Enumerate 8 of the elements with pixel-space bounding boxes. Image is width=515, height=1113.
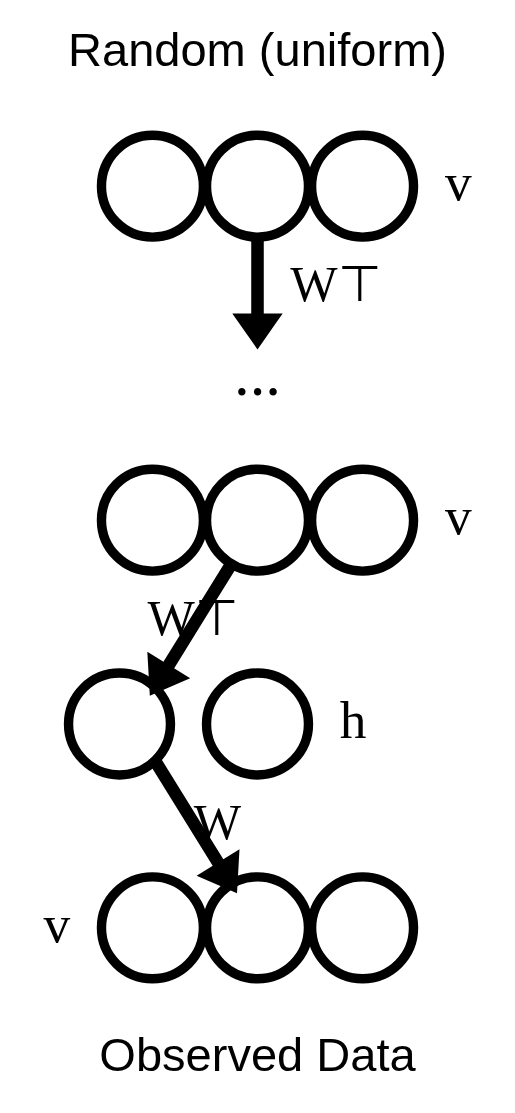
node-label: v [43, 893, 71, 953]
node-label: h [339, 689, 367, 750]
edge-label: W⊤ [290, 255, 382, 312]
label: Random (uniform) [68, 22, 447, 76]
label: Observed Data [99, 1027, 416, 1081]
node-label: v [444, 485, 472, 546]
node-label: v [444, 151, 472, 212]
node-text: ... [233, 338, 282, 409]
